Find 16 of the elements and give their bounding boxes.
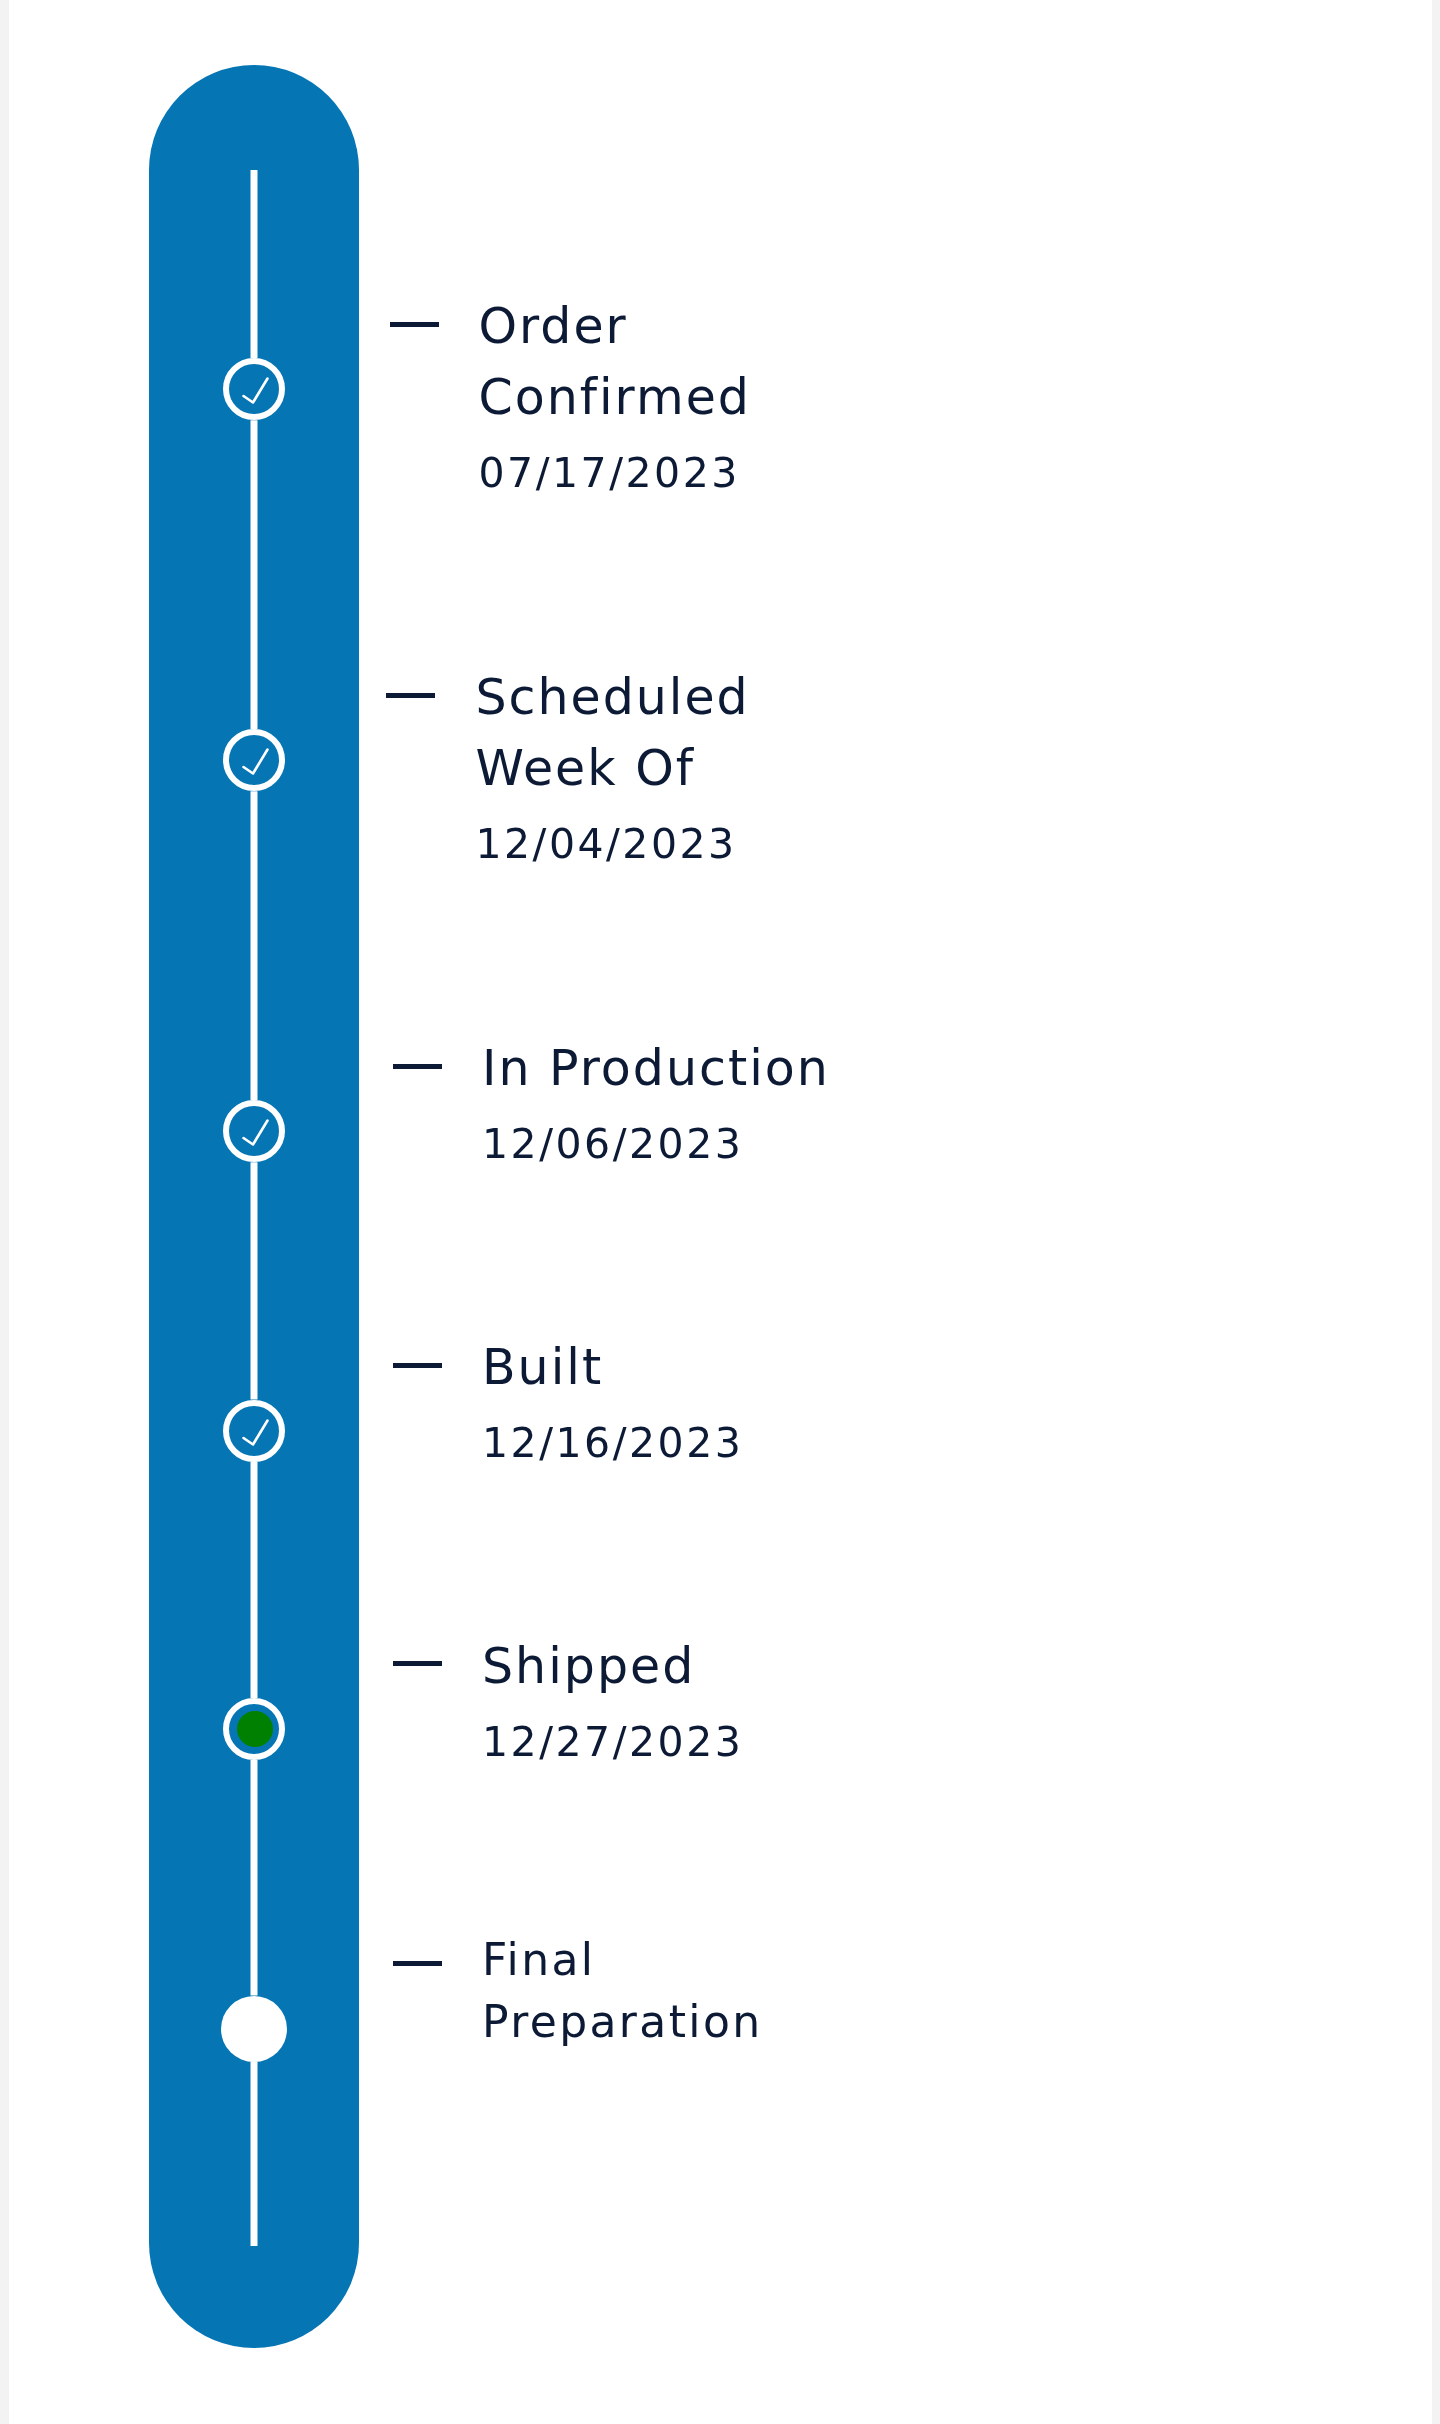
step-circle (223, 1100, 285, 1163)
step-circle (223, 1399, 285, 1462)
step-title: Scheduled Week Of (475, 668, 751, 799)
step-date: 12/04/2023 (475, 820, 738, 868)
step-title: In Production (482, 1038, 831, 1099)
step-date: 07/17/2023 (478, 449, 741, 497)
step-title: Final Preparation (482, 1933, 764, 2050)
step-circle (223, 729, 285, 792)
step-date: 12/06/2023 (482, 1119, 745, 1168)
step-title: Order Confirmed (478, 297, 752, 428)
step-title: Shipped (482, 1636, 697, 1697)
step-date: 12/27/2023 (482, 1717, 745, 1766)
step-circle (223, 358, 285, 421)
step-date: 12/16/2023 (482, 1419, 745, 1467)
step-title: Built (482, 1338, 605, 1398)
step-circle (223, 1698, 285, 1760)
